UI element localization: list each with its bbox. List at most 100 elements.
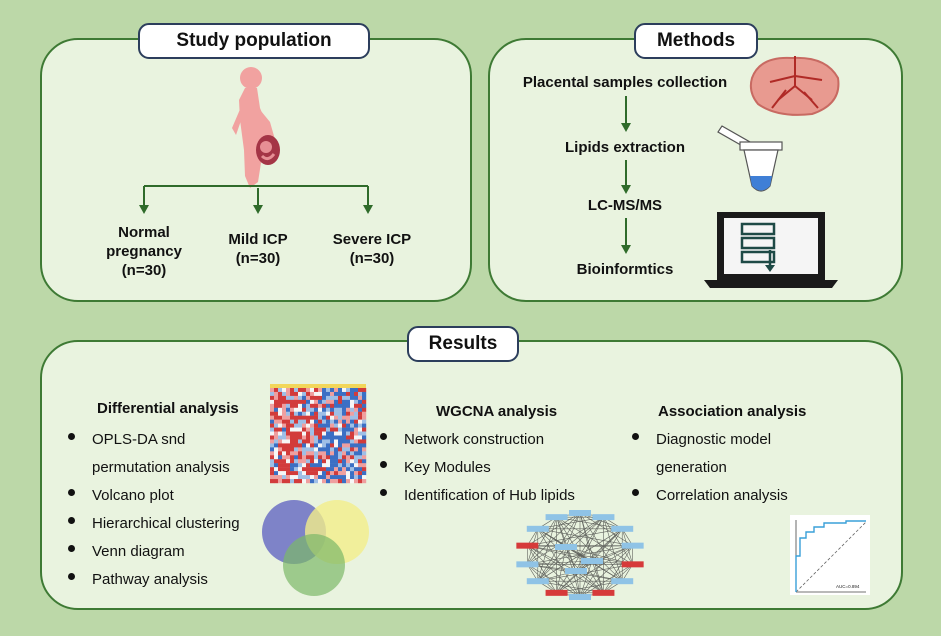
heatmap-cell [338, 419, 343, 424]
heatmap-cell [326, 475, 331, 480]
heatmap-cell [274, 475, 279, 480]
heatmap-cell [310, 391, 315, 397]
heatmap-cell [350, 415, 355, 420]
heatmap-cell [274, 411, 279, 416]
heatmap-cell [346, 403, 351, 408]
heatmap-cell [330, 447, 335, 452]
heatmap-cell [270, 399, 275, 405]
heatmap-cell [286, 427, 291, 432]
heatmap-cell [354, 403, 359, 408]
heatmap-cell [334, 451, 339, 456]
heatmap-cell [298, 415, 303, 420]
heatmap-cell [322, 463, 327, 468]
heatmap-cell [306, 391, 311, 397]
heatmap-cell [322, 455, 327, 460]
heatmap-cell [358, 411, 363, 416]
heatmap-cell [290, 475, 295, 480]
heatmap-cell [270, 419, 275, 424]
heatmap-cell [342, 399, 347, 405]
heatmap-cell [358, 459, 363, 464]
heatmap-cell [358, 471, 363, 476]
heatmap-cell [270, 395, 275, 401]
heatmap-cell [338, 388, 343, 393]
heatmap-cell [338, 423, 343, 428]
heatmap-cell [338, 399, 343, 405]
heatmap-cell [302, 427, 307, 432]
network-edge [527, 564, 581, 598]
heatmap-cell [270, 415, 275, 420]
network-node [592, 514, 615, 521]
heatmap-cell [322, 431, 327, 436]
heatmap-cell [330, 391, 335, 397]
heatmap-cell [310, 471, 315, 476]
methods-title: Methods [634, 23, 758, 59]
heatmap-cell [302, 451, 307, 456]
heatmap-cell [278, 403, 283, 408]
heatmap-cell [358, 388, 363, 393]
heatmap-cell [346, 423, 351, 428]
heatmap-cell [322, 407, 327, 412]
heatmap-cell [330, 443, 335, 448]
heatmap-cell [298, 431, 303, 436]
heatmap-cell [290, 435, 295, 440]
heatmap-cell [334, 479, 339, 484]
heatmap-cell [338, 395, 343, 401]
heatmap-cell [274, 459, 279, 464]
heatmap-cell [354, 439, 359, 444]
heatmap-cell [322, 427, 327, 432]
heatmap-cell [346, 411, 351, 416]
heatmap-cell [346, 463, 351, 468]
heatmap-cell [294, 407, 299, 412]
heatmap-cell [298, 439, 303, 444]
heatmap-cell [294, 463, 299, 468]
heatmap-cell [326, 435, 331, 440]
heatmap-cell [354, 388, 359, 393]
heatmap-cell [342, 431, 347, 436]
heatmap-cell [306, 479, 311, 484]
network-hub-node [621, 561, 644, 568]
heatmap-cell [354, 467, 359, 472]
heatmap-cell [334, 411, 339, 416]
heatmap-cell [330, 479, 335, 484]
heatmap-cell [306, 388, 311, 393]
heatmap-cell [342, 395, 347, 401]
heatmap-cell [330, 459, 335, 464]
heatmap-cell [278, 463, 283, 468]
heatmap-cell [358, 415, 363, 420]
heatmap-cell [318, 459, 323, 464]
heatmap-cell [310, 463, 315, 468]
method-step-2: Lipids extraction [564, 139, 686, 156]
heatmap-cell [290, 479, 295, 484]
heatmap-cell [350, 439, 355, 444]
network-hub-node [516, 542, 539, 549]
wgcna-item-network: Network construction [378, 426, 575, 454]
heatmap-cell [282, 435, 287, 440]
heatmap-cell [338, 443, 343, 448]
heatmap-cell [298, 443, 303, 448]
heatmap-cell [278, 459, 283, 464]
heatmap-cell [270, 403, 275, 408]
heatmap-cell [358, 455, 363, 460]
heatmap-cell [354, 407, 359, 412]
heatmap-cell [338, 431, 343, 436]
heatmap-cell [290, 423, 295, 428]
heatmap-cell [298, 471, 303, 476]
heatmap-cell [330, 455, 335, 460]
heatmap-cell [338, 475, 343, 480]
heatmap-cell [302, 467, 307, 472]
heatmap-cell [306, 411, 311, 416]
heatmap-cell [354, 479, 359, 484]
network-node [516, 561, 539, 568]
heatmap-cell [302, 447, 307, 452]
heatmap-cell [314, 459, 319, 464]
heatmap-cell [346, 435, 351, 440]
heatmap-cell [342, 471, 347, 476]
heatmap-cell [294, 427, 299, 432]
heatmap-cell [270, 475, 275, 480]
differential-heading: Differential analysis [97, 400, 239, 417]
heatmap-cell [342, 391, 347, 397]
heatmap-cell [270, 423, 275, 428]
heatmap-cell [330, 439, 335, 444]
heatmap-cell [310, 435, 315, 440]
